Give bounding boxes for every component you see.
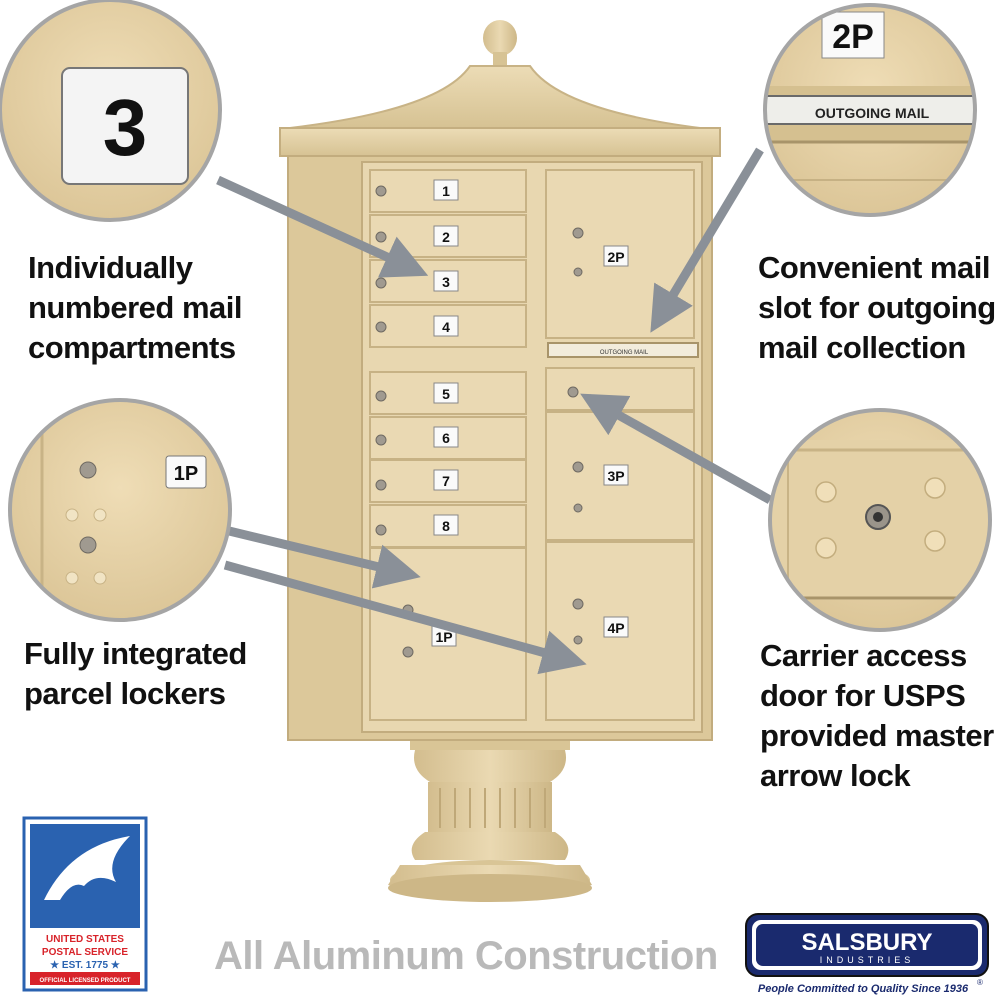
callout-parcel-lockers: Fully integrated parcel lockers <box>24 636 247 711</box>
outgoing-slot-label: OUTGOING MAIL <box>600 350 649 356</box>
zoom-locker-2p: 2P <box>832 18 874 56</box>
roof <box>279 20 721 157</box>
brand-tagline: People Committed to Quality Since 1936 <box>758 983 969 995</box>
compartment-7: 7 <box>442 473 450 489</box>
usps-line2: POSTAL SERVICE <box>42 947 128 958</box>
compartment-1: 1 <box>442 183 450 199</box>
locker-2p: 2P <box>607 249 624 265</box>
compartment-4: 4 <box>442 319 450 335</box>
locker-3p: 3P <box>607 468 624 484</box>
zoom-circle-parcel: 1P <box>8 398 232 622</box>
usps-line1: UNITED STATES <box>46 934 124 945</box>
callout-carrier-door: Carrier access door for USPS provided ma… <box>760 638 994 793</box>
compartment-5: 5 <box>442 386 450 402</box>
zoom-outgoing-plate: OUTGOING MAIL <box>815 105 930 121</box>
eagle-icon <box>44 836 130 900</box>
brand-name: SALSBURY <box>801 929 932 956</box>
compartment-6: 6 <box>442 430 450 446</box>
zoom-number-3: 3 <box>103 83 148 172</box>
compartment-numbers: 1 2 3 4 5 6 7 8 2P 3P 4P 1P <box>431 179 629 647</box>
usps-logo: UNITED STATES POSTAL SERVICE ★ EST. 1775… <box>22 816 148 992</box>
pedestal <box>388 738 592 902</box>
construction-caption: All Aluminum Construction <box>214 934 718 978</box>
zoom-circle-carrier-lock <box>768 408 992 632</box>
cabinet: OUTGOING MAIL <box>287 155 713 741</box>
callout-arrows <box>216 147 773 675</box>
zoom-locker-1p: 1P <box>174 463 198 485</box>
usps-line3: ★ EST. 1775 ★ <box>50 960 120 971</box>
registered-mark: ® <box>977 978 983 987</box>
callout-outgoing-slot: Convenient mail slot for outgoing mail c… <box>758 250 996 365</box>
zoom-circle-number: 3 <box>0 0 222 222</box>
locker-1p: 1P <box>435 629 452 645</box>
compartment-3: 3 <box>442 274 450 290</box>
compartment-2: 2 <box>442 229 450 245</box>
salsbury-logo: SALSBURY INDUSTRIES People Committed to … <box>745 913 989 995</box>
locker-4p: 4P <box>607 620 624 636</box>
usps-line4: OFFICIAL LICENSED PRODUCT <box>40 978 131 984</box>
zoom-circle-outgoing: 2P OUTGOING MAIL <box>763 3 977 217</box>
compartment-8: 8 <box>442 518 450 534</box>
brand-sub: INDUSTRIES <box>820 955 915 965</box>
callout-numbered-compartments: Individually numbered mail compartments <box>28 250 243 365</box>
